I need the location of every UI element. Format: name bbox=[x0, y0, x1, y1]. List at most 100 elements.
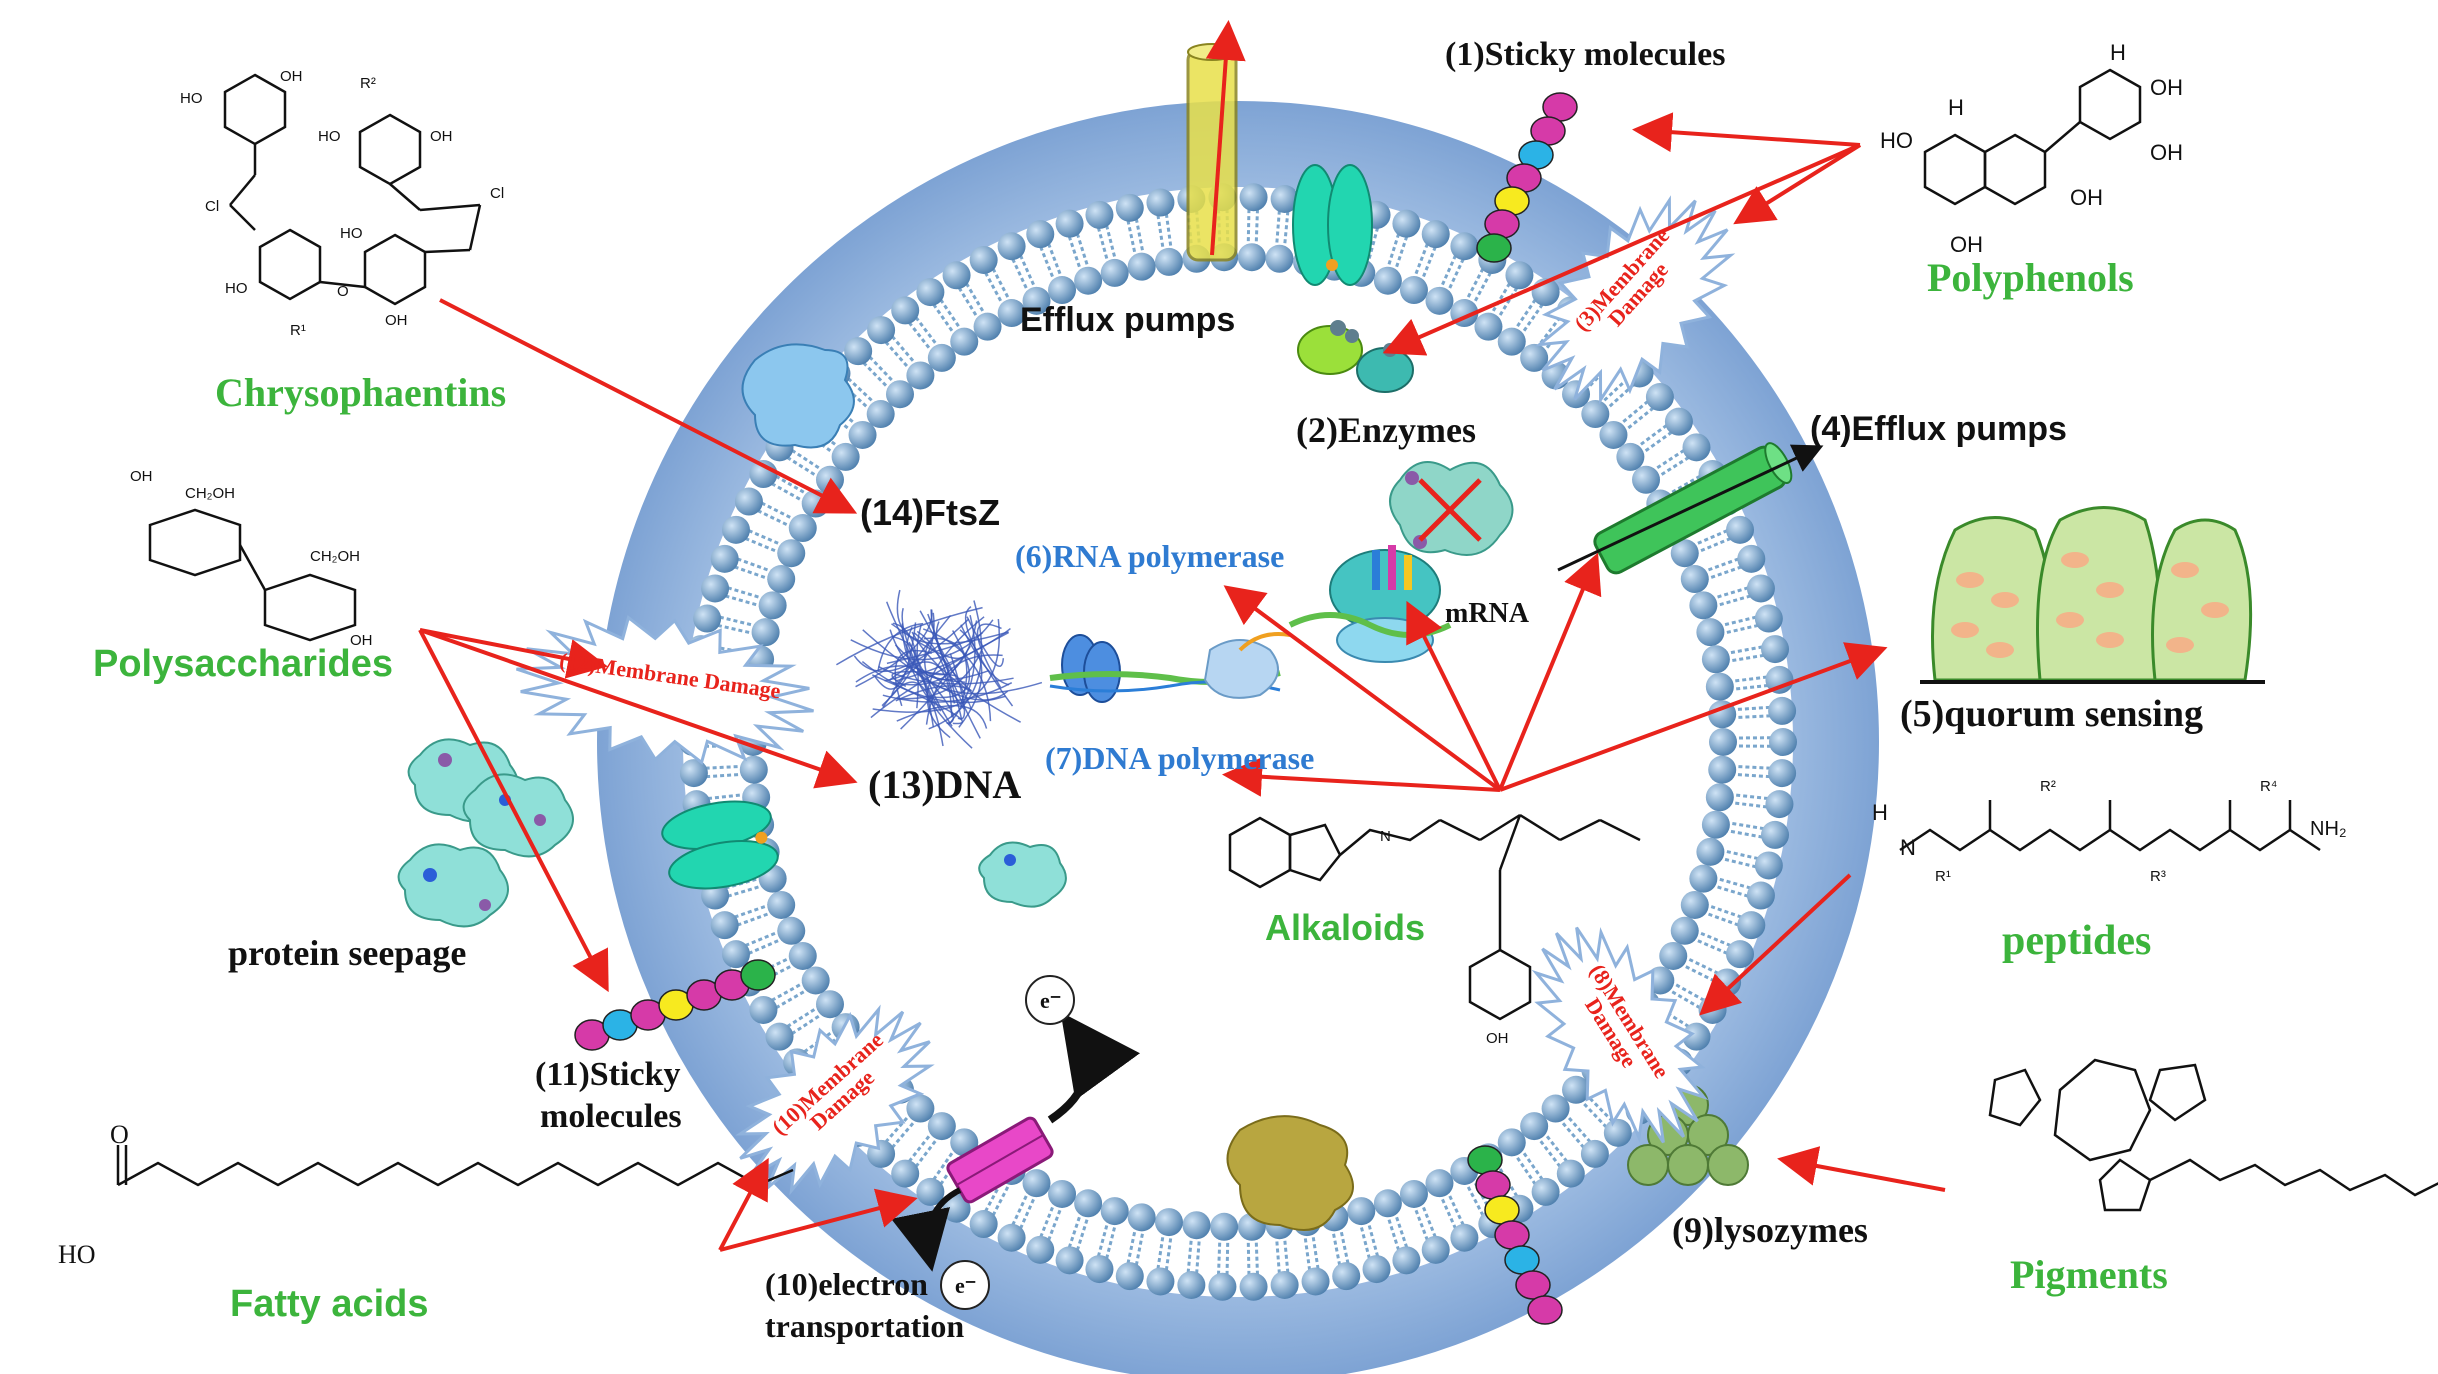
lipid-head bbox=[1754, 604, 1783, 633]
lipid-tail bbox=[984, 271, 1004, 306]
dna-strand bbox=[927, 613, 963, 720]
lipid-tail bbox=[1685, 956, 1719, 975]
lipid-head bbox=[1085, 1255, 1114, 1284]
lipid-head bbox=[1146, 188, 1175, 217]
lipid-tail bbox=[862, 361, 890, 390]
lipid-head bbox=[1696, 837, 1725, 866]
lipid-tail bbox=[932, 303, 956, 335]
dna-strand bbox=[926, 616, 985, 739]
lipid-tail bbox=[1047, 243, 1063, 278]
lipid-tail bbox=[1420, 1203, 1437, 1238]
lipid-head bbox=[1581, 400, 1610, 429]
dna-strand bbox=[923, 637, 968, 705]
dna-strand bbox=[886, 601, 936, 706]
lipid-tail bbox=[1586, 361, 1614, 390]
lipid-tail bbox=[1282, 1236, 1290, 1273]
lipid-head bbox=[1332, 1262, 1361, 1291]
label-protein-seepage: protein seepage bbox=[228, 933, 467, 973]
lipid-head bbox=[1701, 810, 1730, 839]
lipid-head bbox=[1425, 1169, 1454, 1198]
lipid-head bbox=[1154, 1208, 1183, 1237]
lipid-tail bbox=[1713, 586, 1749, 600]
lipid-tail bbox=[1520, 1149, 1544, 1181]
chem-r1-pep: R¹ bbox=[1935, 868, 1951, 885]
lipid-head bbox=[1520, 343, 1549, 372]
lipid-tail bbox=[1331, 1229, 1342, 1266]
fatty-acid-structure bbox=[116, 1145, 794, 1187]
lipid-head bbox=[721, 515, 750, 544]
lipid-tail bbox=[1246, 209, 1251, 246]
lipid-tail bbox=[1715, 594, 1752, 608]
lipid-tail bbox=[1156, 214, 1165, 251]
lipid-tail bbox=[1420, 246, 1437, 281]
lipid-tail bbox=[1693, 937, 1728, 955]
chem-ho-5: HO bbox=[1880, 128, 1913, 153]
lipid-tail bbox=[1105, 1223, 1117, 1259]
lipid-head bbox=[1765, 665, 1794, 694]
lipid-head bbox=[1373, 266, 1402, 295]
inhibition-arrows bbox=[418, 112, 1946, 1252]
lipid-tail bbox=[965, 282, 987, 316]
lipid-head bbox=[721, 940, 750, 969]
lipid-head bbox=[1709, 728, 1737, 756]
lipid-head bbox=[801, 966, 830, 995]
chem-h-2: H bbox=[2110, 40, 2126, 65]
lipid-tail bbox=[1726, 645, 1763, 655]
lipid-head bbox=[1580, 1139, 1609, 1168]
dna-strand bbox=[877, 622, 924, 672]
sticky-beads-bottom bbox=[1467, 1145, 1563, 1325]
label-alkaloids: Alkaloids bbox=[1265, 907, 1426, 948]
membrane-damage-burst-3 bbox=[1534, 195, 1736, 405]
lipid-head bbox=[1074, 1189, 1103, 1218]
lipid-head bbox=[1603, 1118, 1632, 1147]
lipid-tail bbox=[884, 1114, 911, 1144]
lipid-head bbox=[927, 343, 956, 372]
chem-cl-2: Cl bbox=[490, 185, 505, 202]
lipid-head bbox=[906, 361, 935, 390]
lipid-head bbox=[1421, 220, 1450, 249]
dna-tangle bbox=[836, 589, 1043, 749]
chem-nh2: NH₂ bbox=[2310, 818, 2347, 840]
red-arrow bbox=[1498, 552, 1602, 791]
chem-r4-pep: R⁴ bbox=[2260, 778, 2278, 795]
lipid-head bbox=[950, 1128, 979, 1157]
lipid-head bbox=[1373, 1189, 1402, 1218]
lipid-tail bbox=[1706, 565, 1742, 581]
lipid-tail bbox=[1164, 1234, 1173, 1271]
peptide-structure bbox=[1899, 800, 2321, 852]
lipid-tail bbox=[1732, 683, 1769, 691]
lipid-head bbox=[767, 565, 796, 594]
lipid-tail bbox=[1720, 856, 1757, 869]
chem-cl-1: Cl bbox=[205, 198, 220, 215]
red-arrow bbox=[1777, 1146, 1946, 1192]
dna-strand bbox=[894, 649, 932, 707]
lipid-tail bbox=[757, 956, 791, 975]
lipid-head bbox=[867, 316, 896, 345]
lipid-tail bbox=[775, 988, 808, 1010]
lipid-tail bbox=[1011, 1191, 1030, 1226]
lipid-tail bbox=[1366, 1221, 1380, 1257]
electron-arrows bbox=[891, 975, 1140, 1310]
lipid-tail bbox=[1156, 1233, 1165, 1270]
membrane-damage-bursts bbox=[516, 195, 1736, 1196]
chem-o-1: O bbox=[337, 283, 349, 300]
lipid-tail bbox=[1067, 235, 1083, 272]
lipid-tail bbox=[1472, 271, 1492, 306]
lipid-tail bbox=[1733, 772, 1770, 779]
chem-r3-pep: R³ bbox=[2150, 868, 2166, 885]
lipid-head bbox=[1421, 1235, 1450, 1264]
lipid-tail bbox=[1039, 246, 1056, 281]
lipid-head bbox=[1127, 1203, 1156, 1232]
lipid-tail bbox=[1217, 1238, 1222, 1275]
lipid-head bbox=[1769, 728, 1797, 756]
lipid-tail bbox=[734, 903, 770, 919]
lipid-tail bbox=[1681, 963, 1716, 983]
dna-strand bbox=[891, 623, 968, 660]
chem-oh-9: OH bbox=[350, 632, 373, 649]
lipid-head bbox=[1726, 940, 1755, 969]
dna-strand bbox=[916, 624, 990, 681]
lipid-head bbox=[1146, 1267, 1175, 1296]
lipid-head bbox=[1399, 1179, 1428, 1208]
chem-n-alk: N bbox=[1380, 828, 1391, 845]
dna-strand bbox=[891, 670, 956, 688]
